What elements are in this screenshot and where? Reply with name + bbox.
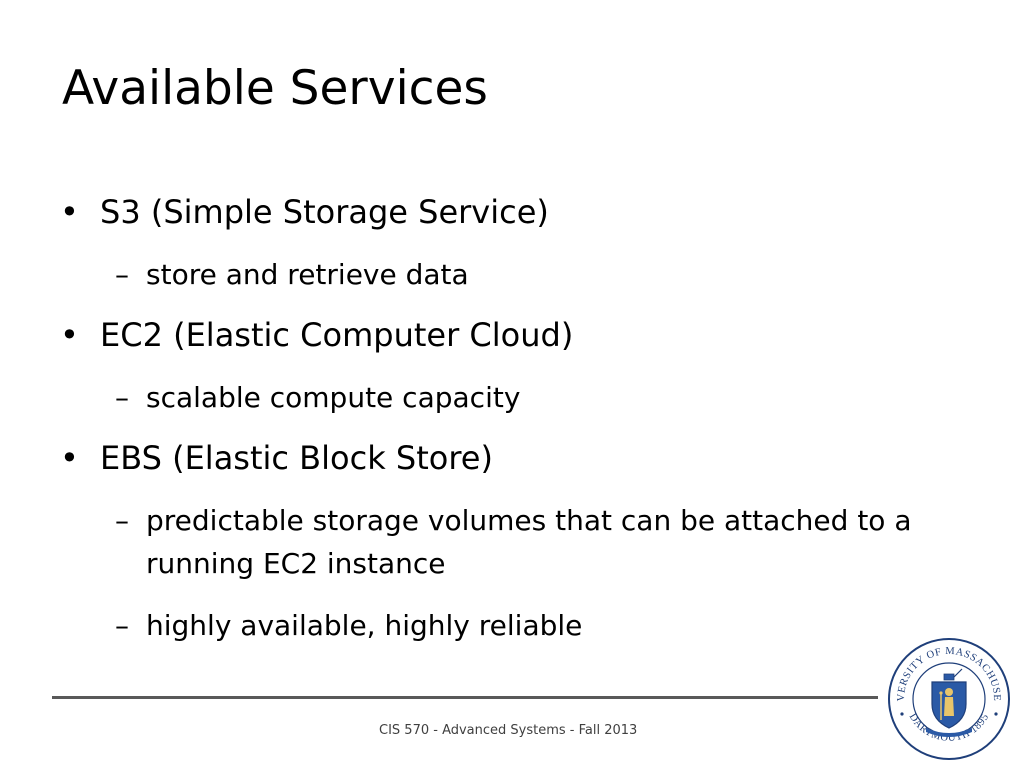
bullet-dot-icon: •: [60, 316, 79, 354]
bullet-item: • EC2 (Elastic Computer Cloud): [60, 316, 573, 354]
dash-icon: –: [115, 504, 129, 537]
sub-bullet-text: highly available, highly reliable: [146, 609, 583, 642]
sub-bullet-text: predictable storage volumes that can be …: [146, 504, 912, 581]
bullet-item: • S3 (Simple Storage Service): [60, 193, 549, 231]
sub-bullet-item: – highly available, highly reliable: [115, 604, 955, 647]
bullet-dot-icon: •: [60, 193, 79, 231]
footer-divider: [52, 696, 878, 699]
university-seal-icon: UNIVERSITY OF MASSACHUSETTS DARTMOUTH 18…: [886, 636, 1010, 760]
bullet-item: • EBS (Elastic Block Store): [60, 439, 493, 477]
sub-bullet-item: – scalable compute capacity: [115, 376, 955, 419]
dash-icon: –: [115, 258, 129, 291]
sub-bullet-text: scalable compute capacity: [146, 381, 521, 414]
slide-title: Available Services: [62, 61, 488, 116]
sub-bullet-item: – predictable storage volumes that can b…: [115, 499, 955, 586]
bullet-text: EC2 (Elastic Computer Cloud): [100, 316, 574, 354]
bullet-text: EBS (Elastic Block Store): [100, 439, 493, 477]
dash-icon: –: [115, 381, 129, 414]
footer-text: CIS 570 - Advanced Systems - Fall 2013: [379, 723, 638, 738]
bullet-text: S3 (Simple Storage Service): [100, 193, 549, 231]
sub-bullet-text: store and retrieve data: [146, 258, 469, 291]
dash-icon: –: [115, 609, 129, 642]
sub-bullet-item: – store and retrieve data: [115, 253, 955, 296]
bullet-dot-icon: •: [60, 439, 79, 477]
